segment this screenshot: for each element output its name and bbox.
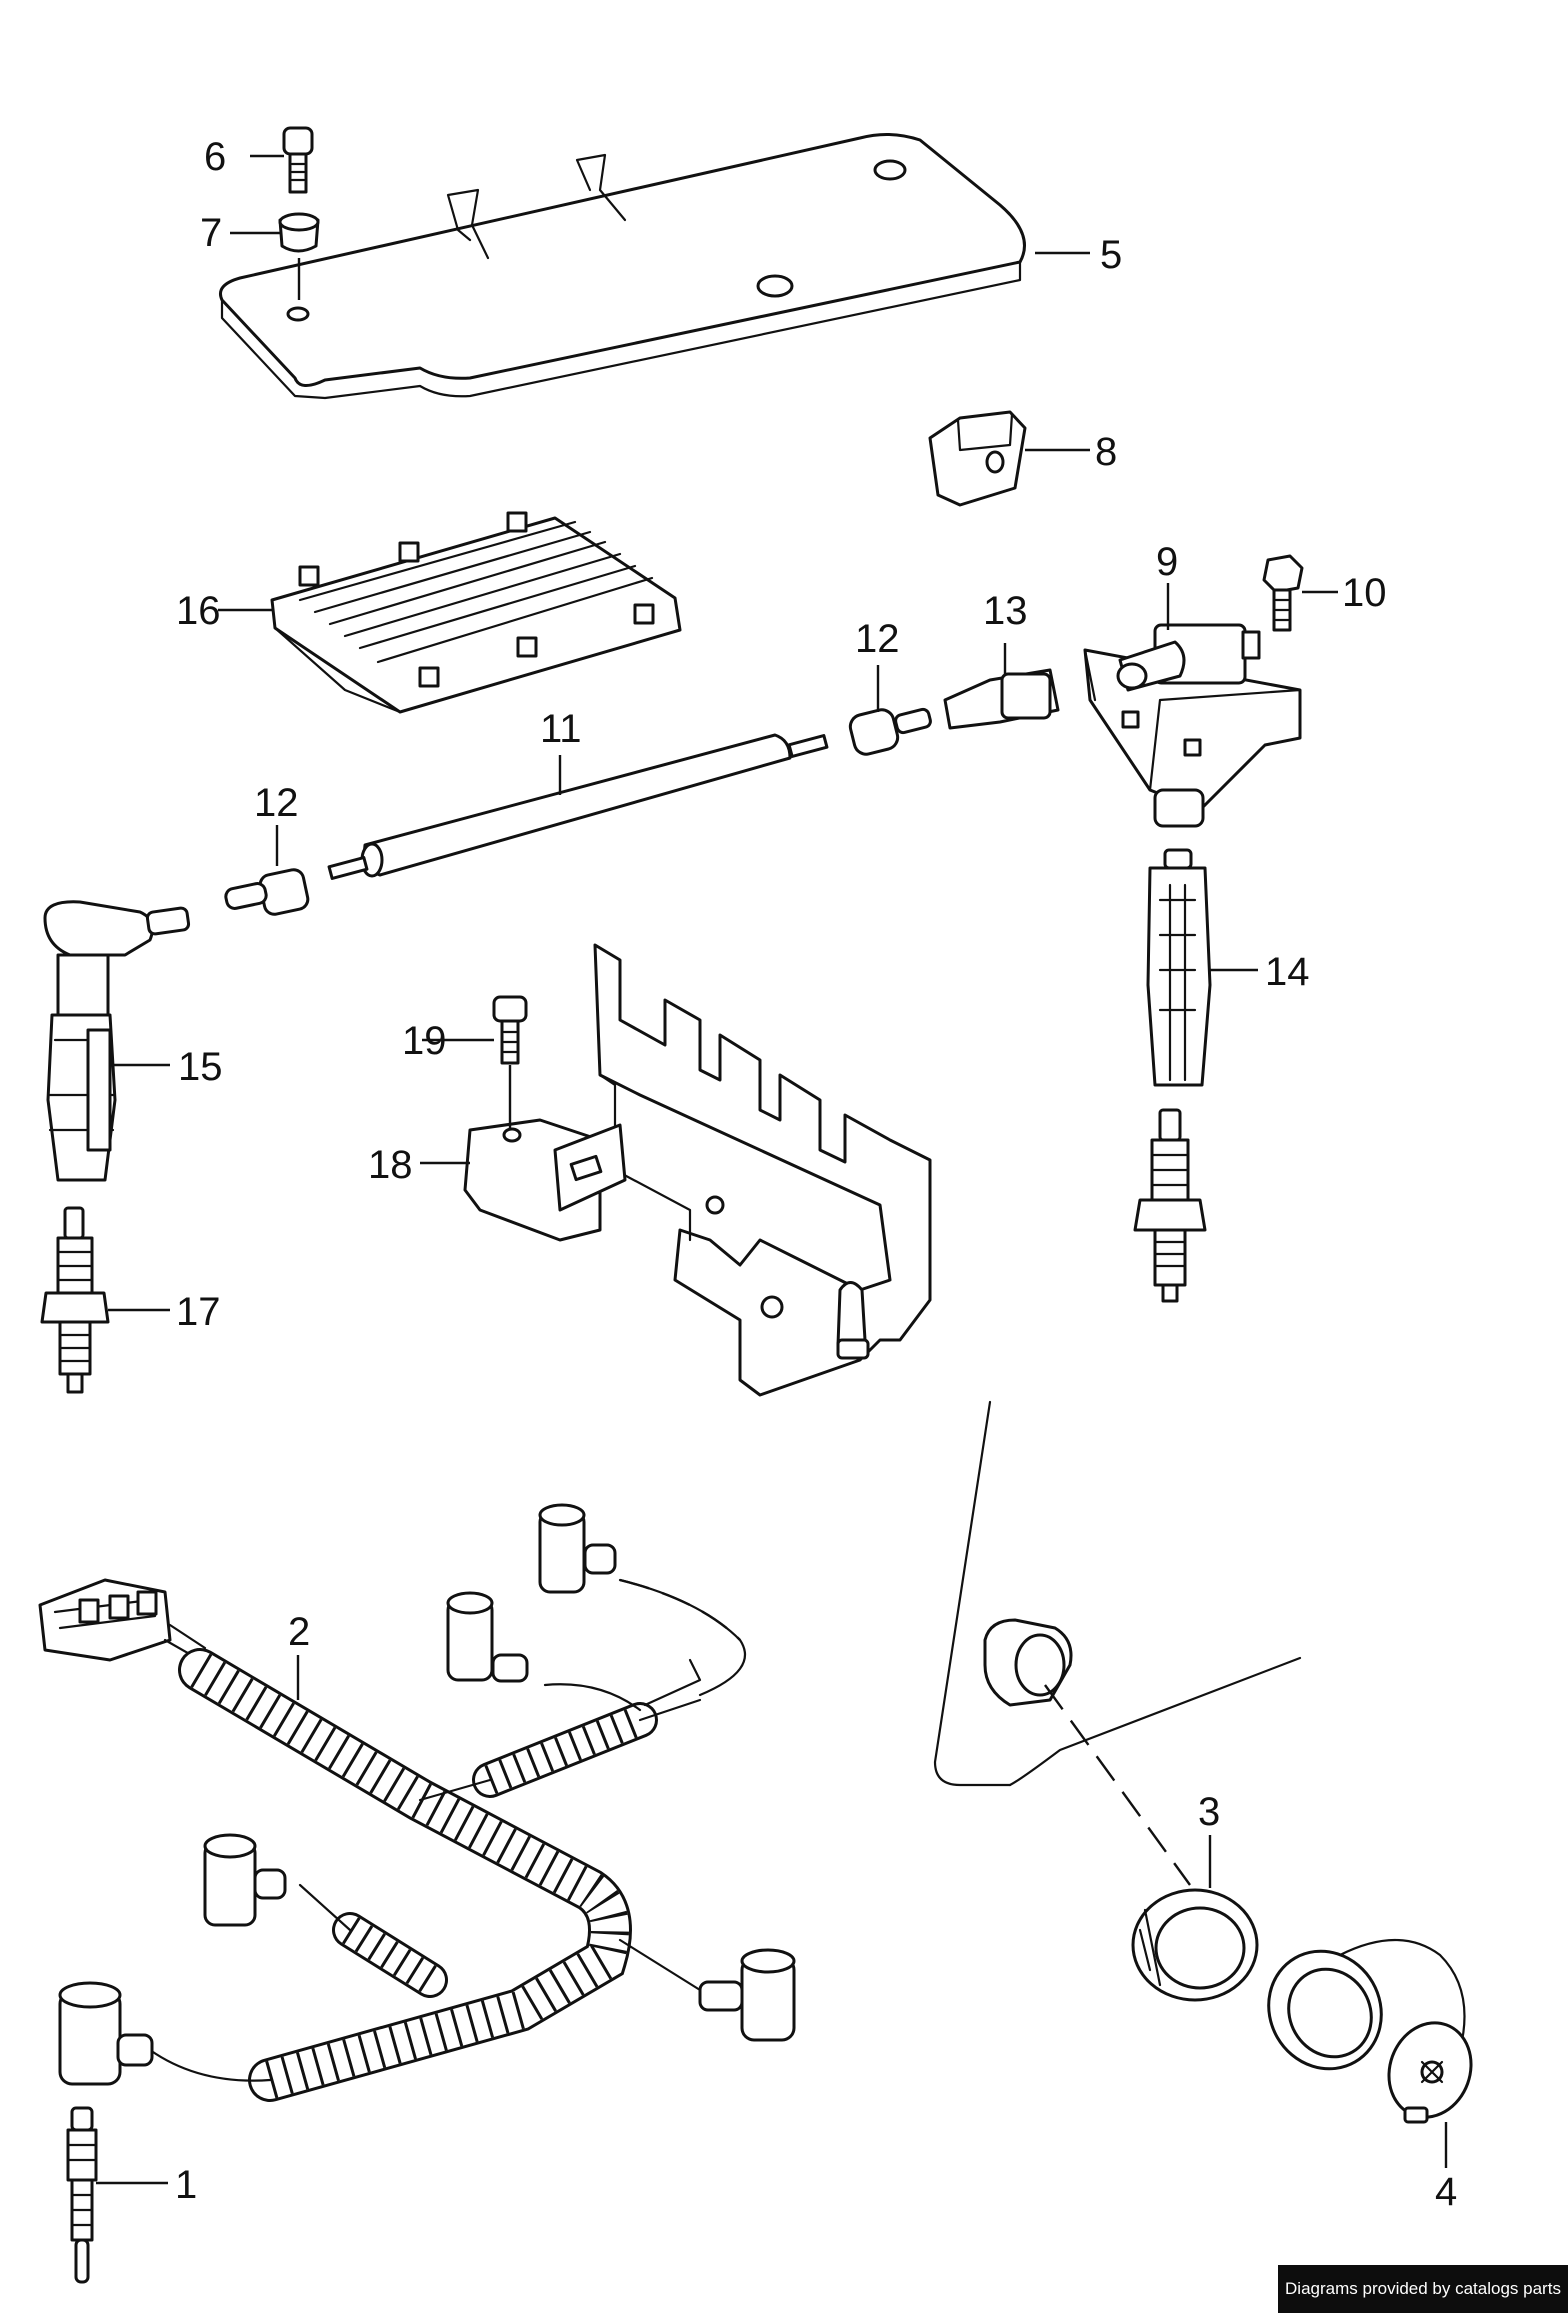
glow-plug-seat — [983, 1618, 1073, 1707]
part-19-bolt — [492, 995, 528, 1130]
spark-plug-right — [1133, 1108, 1207, 1303]
part-14-boot — [1146, 848, 1212, 1087]
diagram-credit: Diagrams provided by catalogs parts — [1278, 2265, 1568, 2313]
part-12-connector-a — [224, 868, 310, 916]
part-18-bracket — [463, 943, 932, 1397]
harness-terminal-middle — [446, 1591, 529, 1683]
callout-19: 19 — [402, 1019, 447, 1063]
part-8-clip — [928, 410, 1027, 507]
part-5-cover — [219, 133, 1026, 400]
part-13-plug — [943, 668, 1060, 730]
cylinder-head-outline — [933, 1400, 1302, 1787]
callout-15: 15 — [178, 1045, 223, 1089]
leader-lines — [96, 154, 1448, 2185]
part-1-glow-plug — [66, 2106, 98, 2284]
part-17-spark-plug — [40, 1206, 110, 1394]
part-15-angled-boot — [43, 900, 191, 1182]
callout-17: 17 — [176, 1290, 221, 1334]
harness-terminal-lower-left — [58, 1981, 154, 2086]
part-10-bolt — [1262, 554, 1304, 632]
callout-9: 9 — [1156, 540, 1178, 584]
callout-18: 18 — [368, 1143, 413, 1187]
callout-4: 4 — [1435, 2170, 1457, 2214]
callout-10: 10 — [1342, 571, 1387, 615]
harness-terminal-right — [698, 1948, 796, 2042]
callout-7: 7 — [200, 211, 222, 255]
part-16-rail — [270, 511, 682, 714]
callout-labels: 6 7 5 8 9 10 16 13 12 11 12 14 19 15 18 … — [175, 135, 1457, 2214]
part-9-coil — [1083, 623, 1302, 828]
callout-8: 8 — [1095, 430, 1117, 474]
callout-6: 6 — [204, 135, 226, 179]
part-2-harness — [38, 1503, 796, 2102]
part-4-cap — [1267, 1939, 1473, 2124]
callout-2: 2 — [288, 1610, 310, 1654]
callout-5: 5 — [1100, 233, 1122, 277]
part-3-ring — [1131, 1888, 1259, 2002]
callout-12-left: 12 — [254, 781, 299, 825]
callout-13: 13 — [983, 589, 1028, 633]
callout-3: 3 — [1198, 1790, 1220, 1834]
callout-11: 11 — [540, 707, 582, 751]
harness-terminal-upper — [538, 1503, 617, 1594]
callout-16: 16 — [176, 589, 221, 633]
part-6-bolt — [282, 126, 314, 194]
part-7-grommet — [278, 212, 320, 300]
callout-12-right: 12 — [855, 617, 900, 661]
callout-14: 14 — [1265, 950, 1310, 994]
callout-1: 1 — [175, 2163, 197, 2207]
part-11-rod — [327, 733, 829, 880]
harness-terminal-left — [203, 1833, 287, 1927]
part-12-connector-b — [848, 707, 932, 756]
